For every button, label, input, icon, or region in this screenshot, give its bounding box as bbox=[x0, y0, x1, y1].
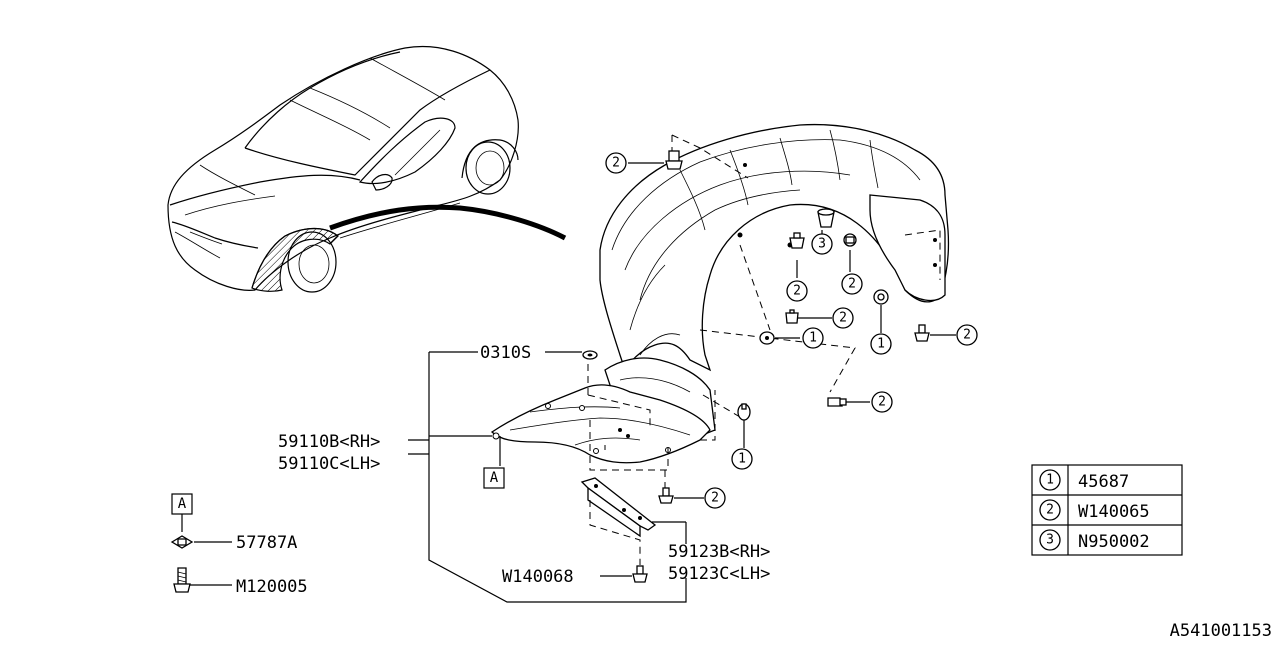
legend-part: 45687 bbox=[1078, 472, 1129, 492]
under-cover-part bbox=[490, 384, 711, 464]
callout-2-g: 2 bbox=[704, 487, 726, 509]
screw-icon bbox=[173, 567, 191, 593]
bracket-part bbox=[580, 477, 657, 538]
callout-number: 1 bbox=[738, 452, 746, 467]
callout-number: 2 bbox=[878, 395, 886, 410]
bolt-icon bbox=[658, 487, 674, 504]
bolt-icon bbox=[785, 309, 799, 324]
ref-marker-a-detail: A bbox=[171, 493, 193, 515]
label-59110b: 59110B<RH> bbox=[278, 432, 380, 452]
callout-number: 1 bbox=[877, 337, 885, 352]
callout-number: 3 bbox=[818, 237, 826, 252]
clip-icon bbox=[759, 331, 775, 345]
legend-part: N950002 bbox=[1078, 532, 1150, 552]
callout-3: 3 bbox=[811, 233, 833, 255]
callout-number: 2 bbox=[839, 311, 847, 326]
callout-2-f: 2 bbox=[871, 391, 893, 413]
fender-liner-part bbox=[599, 123, 950, 441]
washer-icon bbox=[582, 350, 598, 360]
legend-key: 2 bbox=[1046, 503, 1054, 518]
installation-lines bbox=[587, 134, 856, 565]
bolt-icon bbox=[843, 233, 857, 247]
bolt-icon bbox=[873, 289, 889, 305]
bolt-icon bbox=[632, 565, 648, 583]
callout-number: 2 bbox=[711, 491, 719, 506]
clip-icon bbox=[817, 208, 835, 228]
svg-text:A: A bbox=[178, 496, 187, 512]
label-m120005: M120005 bbox=[236, 577, 308, 597]
nut-icon bbox=[170, 535, 194, 549]
label-59123b: 59123B<RH> bbox=[668, 542, 770, 562]
callout-2-c: 2 bbox=[841, 273, 863, 295]
label-57787a: 57787A bbox=[236, 533, 297, 553]
bolt-icon bbox=[914, 324, 930, 342]
callout-2-a: 2 bbox=[605, 152, 627, 174]
label-59110c: 59110C<LH> bbox=[278, 454, 380, 474]
callout-1-b: 1 bbox=[870, 333, 892, 355]
label-w140068: W140068 bbox=[502, 567, 574, 587]
legend-part: W140065 bbox=[1078, 502, 1150, 522]
car-illustration bbox=[167, 45, 519, 293]
legend-key: 1 bbox=[1046, 473, 1054, 488]
legend-table: 1 45687 2 W140065 3 N950002 bbox=[1031, 464, 1183, 556]
locator-arrow bbox=[329, 204, 567, 241]
bolt-icon bbox=[665, 150, 683, 170]
legend-row: 2 W140065 bbox=[1039, 499, 1150, 522]
legend-row: 1 45687 bbox=[1039, 469, 1129, 492]
callout-1-c: 1 bbox=[731, 448, 753, 470]
callout-number: 2 bbox=[612, 156, 620, 171]
callout-number: 2 bbox=[848, 277, 856, 292]
callout-2-b: 2 bbox=[786, 280, 808, 302]
fender-liner-highlight bbox=[251, 227, 339, 292]
leader-lines bbox=[181, 162, 956, 603]
diagram-id: A541001153 bbox=[1170, 621, 1272, 640]
bolt-icon bbox=[789, 232, 805, 249]
callout-number: 2 bbox=[963, 328, 971, 343]
callout-2-e: 2 bbox=[956, 324, 978, 346]
legend-key: 3 bbox=[1046, 533, 1054, 548]
svg-text:A: A bbox=[490, 470, 499, 486]
callout-1-a: 1 bbox=[802, 327, 824, 349]
clip-icon bbox=[737, 403, 751, 421]
ref-marker-a-main: A bbox=[483, 467, 505, 489]
fastener-icons bbox=[170, 150, 930, 593]
callout-2-d: 2 bbox=[832, 307, 854, 329]
callout-number: 1 bbox=[809, 331, 817, 346]
legend-row: 3 N950002 bbox=[1039, 529, 1150, 552]
label-59123c: 59123C<LH> bbox=[668, 564, 770, 584]
label-0310s: 0310S bbox=[480, 343, 531, 363]
callout-number: 2 bbox=[793, 284, 801, 299]
bolt-icon bbox=[827, 397, 847, 407]
